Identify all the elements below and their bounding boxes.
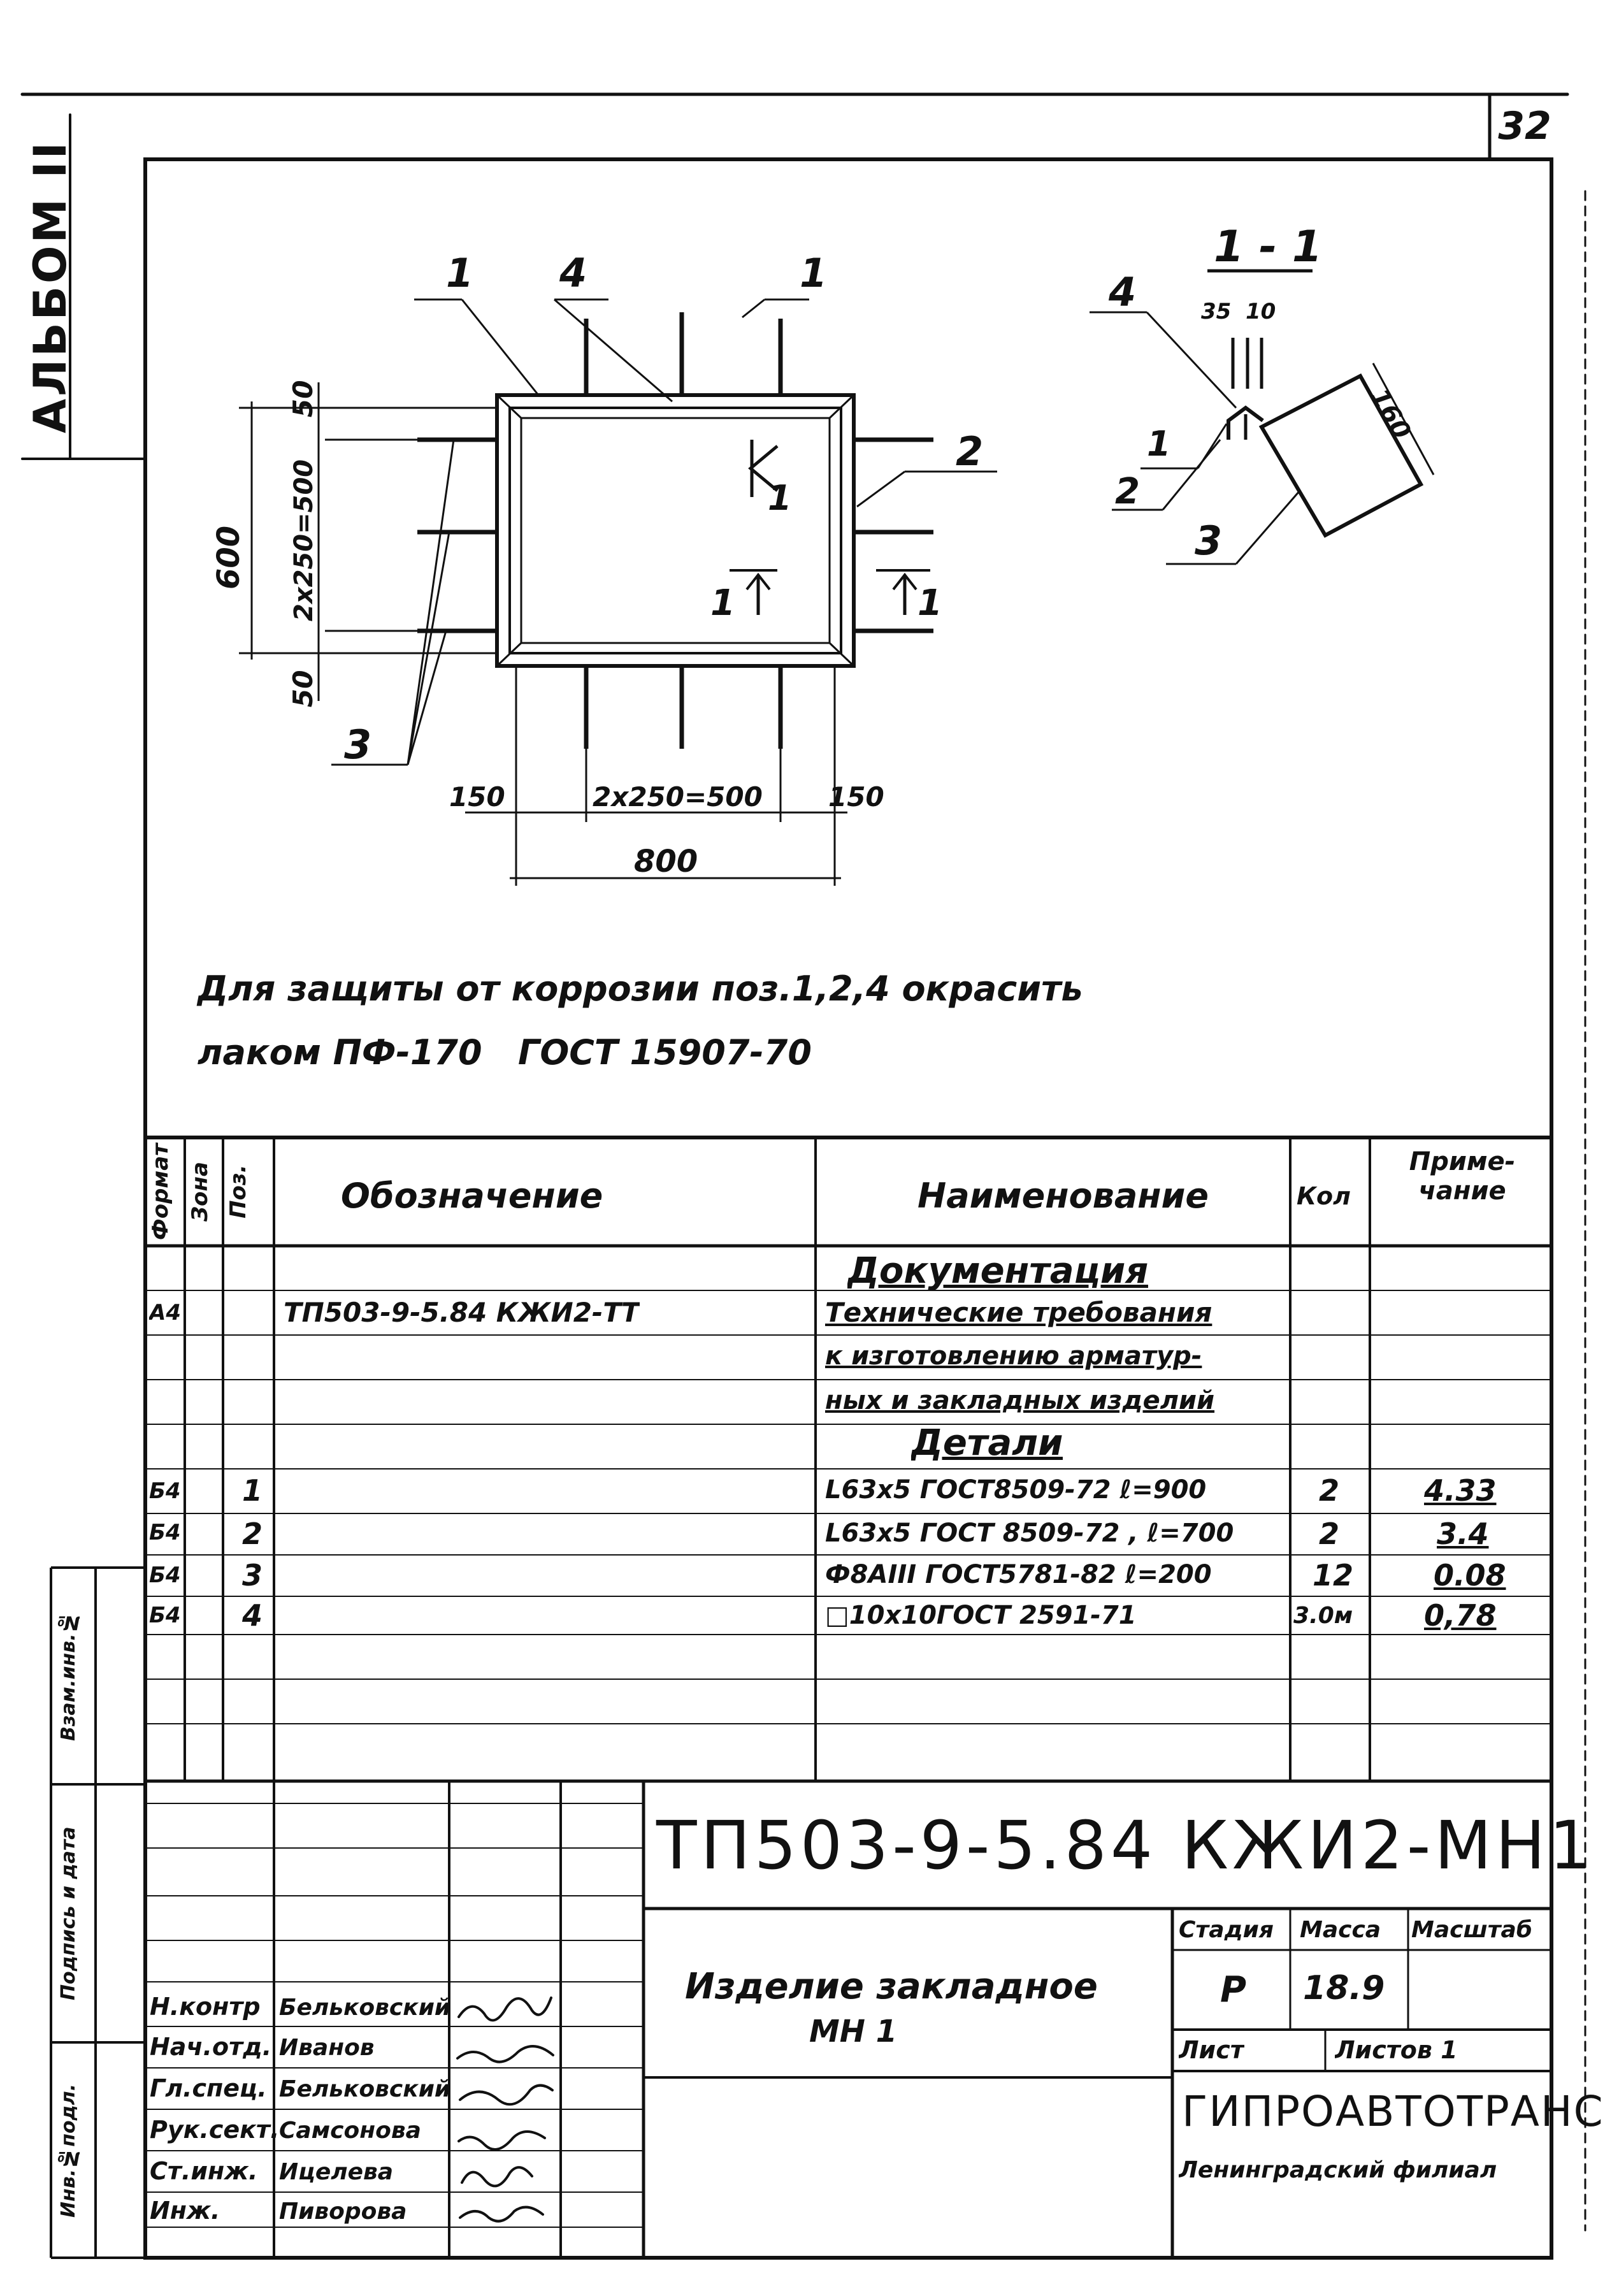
row-pos: 3 <box>242 1558 263 1592</box>
header-note: Приме-чание <box>1409 1147 1516 1206</box>
section-callout-4: 4 <box>1108 269 1136 315</box>
stage-value: Р <box>1220 1969 1247 2011</box>
row-pos: 2 <box>242 1517 263 1551</box>
row-pos: 1 <box>242 1473 263 1508</box>
dim-800: 800 <box>634 844 698 879</box>
section-dim-35: 35 <box>1201 299 1231 324</box>
callout-2: 2 <box>956 428 983 475</box>
strip-replaces-inv: Взам.инв.№ <box>57 1611 80 1741</box>
section-dim-10: 10 <box>1246 299 1276 324</box>
row-format: Б4 <box>149 1520 181 1545</box>
section-callout-3: 3 <box>1195 517 1222 564</box>
plan-view <box>239 298 997 886</box>
section-callout-2: 2 <box>1115 471 1140 512</box>
dim-50-bottom: 50 <box>287 670 319 707</box>
organization-name: ГИПРОАВТОТРАНС <box>1182 2087 1604 2136</box>
signature-name: Бельковский <box>279 2076 451 2102</box>
sheets-label: Листов 1 <box>1335 2036 1458 2064</box>
callout-section-mid: 1 <box>768 478 792 518</box>
callout-section-top: 1 <box>800 250 827 296</box>
signature-name: Ицелева <box>279 2159 394 2185</box>
note-line-1: Для защиты от коррозии поз.1,2,4 окрасит… <box>198 969 1083 1009</box>
signature-role: Ст.инж. <box>150 2157 258 2185</box>
stamp-title-line-1: Изделие закладное <box>685 1966 1098 2007</box>
row-name: Детали <box>911 1422 1063 1464</box>
row-name: □10x10ГОСТ 2591-71 <box>825 1601 1137 1630</box>
mass-value: 18.9 <box>1303 1969 1385 2007</box>
dim-150-right: 150 <box>828 781 884 812</box>
header-zone: Зона <box>187 1162 213 1222</box>
signature-name: Бельковский <box>279 1995 451 2021</box>
signature-role: Нач.отд. <box>150 2033 272 2061</box>
row-name: L63x5 ГОСТ 8509-72 , ℓ=700 <box>825 1519 1234 1548</box>
row-qty: 3.0м <box>1293 1603 1353 1629</box>
row-mass: 4.33 <box>1424 1473 1497 1508</box>
row-name: Ф8АIII ГОСТ5781-82 ℓ=200 <box>825 1560 1212 1589</box>
row-name: к изготовлению арматур- <box>825 1341 1202 1371</box>
stage-label: Стадия <box>1179 1917 1274 1943</box>
cut-mark-right: 1 <box>917 582 942 624</box>
row-format: Б4 <box>149 1603 181 1628</box>
row-qty: 12 <box>1313 1558 1354 1592</box>
section-dim-160: 160 <box>1364 384 1416 444</box>
signature-name: Иванов <box>279 2035 375 2061</box>
organization-branch: Ленинградский филиал <box>1179 2157 1497 2183</box>
row-qty: 2 <box>1319 1473 1340 1508</box>
callout-4: 4 <box>559 250 587 296</box>
signature-role: Инж. <box>150 2197 220 2225</box>
header-name: Наименование <box>917 1176 1209 1216</box>
dim-50-top: 50 <box>287 380 319 417</box>
sheet-label: Лист <box>1179 2036 1244 2064</box>
stamp-title-line-2: МН 1 <box>809 2014 898 2049</box>
stamp-grid <box>145 1781 1551 2258</box>
strip-inv-number: Инв.№подл. <box>57 2083 80 2218</box>
signature-role: Гл.спец. <box>150 2074 267 2102</box>
row-name: ных и закладных изделий <box>825 1386 1215 1415</box>
row-designation: ТП503-9-5.84 КЖИ2-ТТ <box>284 1297 640 1328</box>
signature-name: Пиворова <box>279 2199 407 2225</box>
spec-table-grid <box>145 1136 1551 1783</box>
callout-3: 3 <box>344 721 371 768</box>
row-format: А4 <box>149 1300 181 1325</box>
row-format: Б4 <box>149 1563 181 1588</box>
row-format: Б4 <box>149 1478 181 1504</box>
strip-signature-date: Подпись и дата <box>57 1826 80 2000</box>
drawing-code: ТП503-9-5.84 КЖИ2-МН1 <box>656 1807 1595 1884</box>
row-mass: 0.08 <box>1434 1558 1506 1592</box>
cut-mark-left: 1 <box>710 582 735 624</box>
row-mass: 3.4 <box>1437 1517 1489 1551</box>
header-format: Формат <box>148 1143 173 1240</box>
dim-150-left: 150 <box>449 781 505 812</box>
row-name: Технические требования <box>825 1297 1212 1328</box>
header-pos: Поз. <box>226 1164 251 1219</box>
callout-1: 1 <box>446 250 473 296</box>
dim-500-vertical: 2x250=500 <box>289 459 319 621</box>
signature-role: Н.контр <box>150 1993 261 2021</box>
signature-name: Самсонова <box>279 2118 421 2144</box>
note-line-2: лаком ПФ-170 ГОСТ 15907-70 <box>198 1032 812 1072</box>
section-view <box>1090 269 1435 565</box>
dim-500-horizontal: 2x250=500 <box>593 781 763 812</box>
left-strip-grid <box>50 1566 145 2259</box>
signature-role: Рук.сект. <box>150 2116 280 2144</box>
sheet-number: 32 <box>1498 104 1551 148</box>
scale-label: Масштаб <box>1411 1917 1532 1943</box>
plan-labels: 1 4 1 1 2 1 1 3 50 2x250=500 50 600 150 … <box>211 250 983 879</box>
section-callout-1: 1 <box>1147 424 1171 464</box>
row-name: Документация <box>847 1250 1149 1292</box>
row-mass: 0,78 <box>1424 1598 1497 1633</box>
section-title: 1 - 1 <box>1214 222 1322 272</box>
row-qty: 2 <box>1319 1517 1340 1551</box>
header-qty: Кол <box>1297 1182 1351 1210</box>
row-pos: 4 <box>242 1598 263 1633</box>
header-designation: Обозначение <box>341 1176 603 1216</box>
mass-label: Масса <box>1300 1917 1381 1943</box>
row-name: L63x5 ГОСТ8509-72 ℓ=900 <box>825 1475 1207 1505</box>
dim-600: 600 <box>211 526 247 589</box>
